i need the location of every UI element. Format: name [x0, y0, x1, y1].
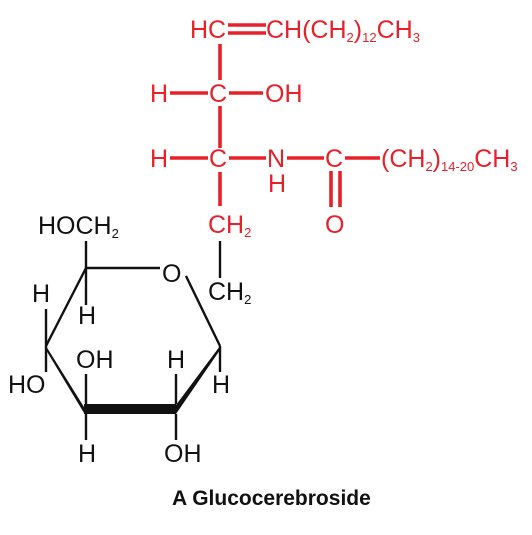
- h-c5-down: H: [78, 302, 96, 330]
- ring-bold-bond: [84, 404, 176, 414]
- ring-wedge-left: [46, 346, 84, 413]
- row2-h: H: [150, 80, 168, 108]
- ring-o: O: [162, 260, 181, 288]
- oh-c2-down: OH: [164, 440, 202, 468]
- fatty-acid-chain: (CH2)14-20CH3: [381, 145, 518, 174]
- h-c3-down: H: [78, 440, 96, 468]
- figure-caption: A Glucocerebroside: [172, 487, 371, 510]
- row3-c: C: [209, 145, 227, 173]
- ring-bond-c5-c4: [44, 267, 88, 347]
- lipid-ch2: CH2: [208, 211, 251, 240]
- ring-wedge-right: [176, 346, 220, 414]
- amide-nh: H: [268, 170, 286, 198]
- ring-bond-o-c1: [184, 275, 222, 347]
- oh-c3-up: OH: [76, 346, 114, 374]
- top-chain-tail: CH(CH2)12CH3: [266, 16, 420, 45]
- lipid-portion: HC CH(CH2)12CH3 H C OH H C N H C (CH2)14…: [150, 16, 518, 240]
- row2-oh: OH: [265, 80, 303, 108]
- h-c4-up: H: [32, 280, 50, 308]
- carbonyl-c: C: [325, 145, 343, 173]
- sugar-portion: CH2 HOCH2 O H H HO OH H H OH H: [8, 212, 251, 468]
- h-c1: H: [212, 371, 230, 399]
- top-chain-hc: HC: [190, 16, 226, 44]
- ho-c4: HO: [8, 371, 46, 399]
- row2-c: C: [209, 80, 227, 108]
- amide-n: N: [267, 145, 285, 173]
- ring-ch2: CH2: [208, 278, 251, 307]
- hoch2-group: HOCH2: [38, 212, 119, 241]
- h-c2-up: H: [167, 346, 185, 374]
- row3-h: H: [150, 145, 168, 173]
- carbonyl-o: O: [325, 211, 344, 239]
